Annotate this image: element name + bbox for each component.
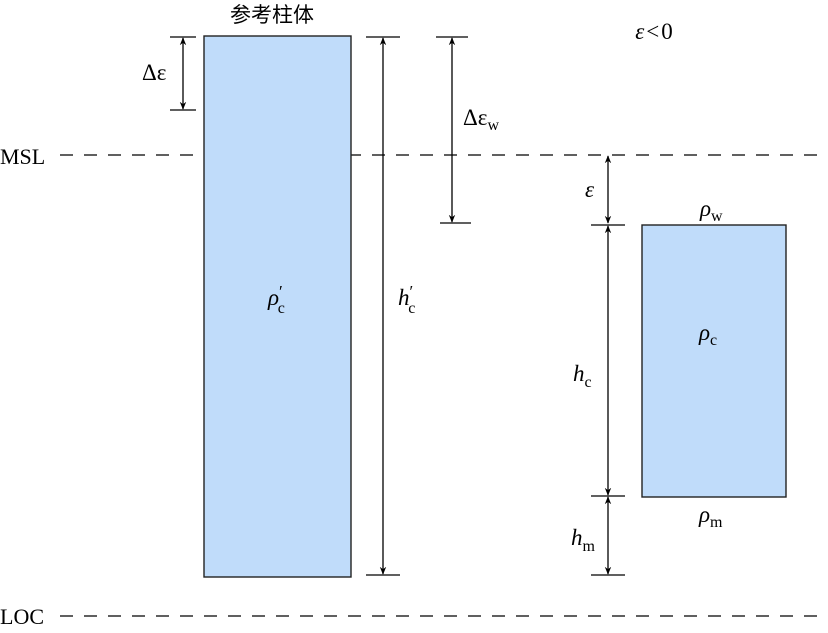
hc-prime-label: h′c — [398, 282, 415, 317]
epsilon-label: ε — [585, 177, 595, 202]
crust-density-label: ρc — [698, 320, 717, 349]
reference-column — [203, 35, 352, 578]
water-density-label: ρw — [699, 196, 723, 225]
delta-epsilon-w-label: Δεw — [463, 105, 499, 134]
hc-label: hc — [573, 361, 592, 391]
delta-epsilon-label: Δε — [142, 60, 166, 85]
msl-label: MSL — [0, 144, 45, 169]
reference-column-density-label: ρ′c — [267, 282, 285, 317]
mantle-density-label: ρm — [698, 502, 723, 531]
hm-label: hm — [571, 525, 596, 555]
crustal-column — [641, 224, 787, 498]
condition-label: ε<0 — [635, 19, 673, 44]
diagram-title: 参考柱体 — [230, 3, 314, 27]
loc-label: LOC — [0, 604, 44, 629]
